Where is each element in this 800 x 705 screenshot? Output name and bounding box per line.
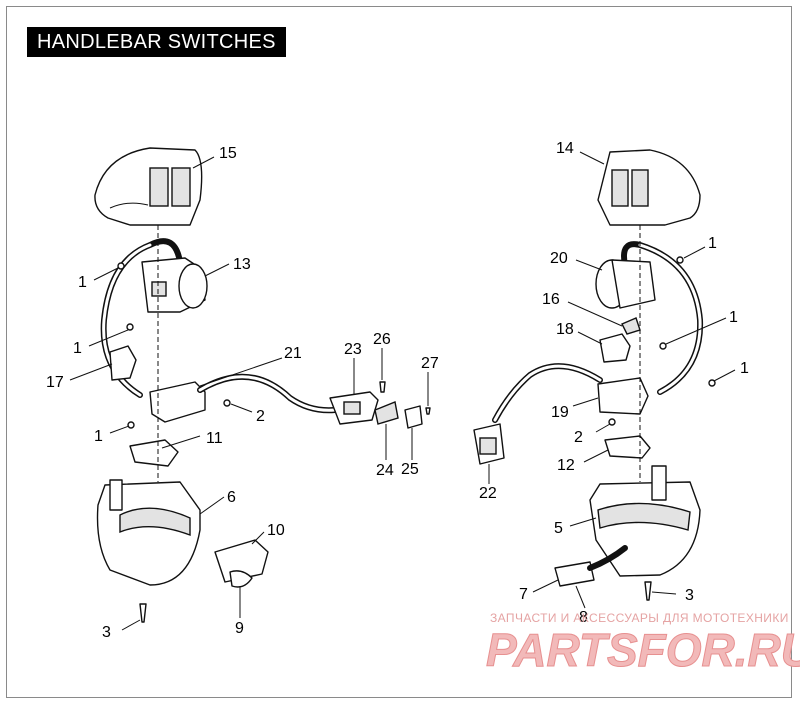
page-title: HANDLEBAR SWITCHES <box>27 27 286 57</box>
callout-12: 12 <box>557 457 575 474</box>
leader-lines <box>69 151 736 631</box>
left-screws <box>117 262 231 623</box>
callout-2: 2 <box>256 408 265 425</box>
callout-10: 10 <box>267 522 285 539</box>
right-lower-connector <box>554 545 628 587</box>
right-screws <box>608 256 716 601</box>
callout-13: 13 <box>233 256 251 273</box>
left-lower-switch-housing <box>96 479 201 586</box>
callout-5: 5 <box>554 520 563 537</box>
callout-23: 23 <box>344 341 362 358</box>
callout-18: 18 <box>556 321 574 338</box>
callout-3: 3 <box>685 587 694 604</box>
callout-1: 1 <box>94 428 103 445</box>
callout-1: 1 <box>708 235 717 252</box>
callout-14: 14 <box>556 140 574 157</box>
right-mounting-plate <box>604 435 651 459</box>
callout-17: 17 <box>46 374 64 391</box>
left-switch-module <box>141 257 208 313</box>
left-mounting-plate <box>129 439 179 467</box>
callout-16: 16 <box>542 291 560 308</box>
callout-1: 1 <box>78 274 87 291</box>
connector-seals-and-pins <box>374 381 431 429</box>
connector-housing <box>329 391 379 425</box>
right-upper-switch-housing <box>597 149 701 226</box>
diagram-frame <box>6 6 792 698</box>
callout-1: 1 <box>73 340 82 357</box>
callout-9: 9 <box>235 620 244 637</box>
left-lower-connector <box>214 539 269 588</box>
callout-labels: 15 14 1 13 20 1 16 1 18 1 17 21 23 26 27… <box>46 140 749 641</box>
callout-1: 1 <box>729 309 738 326</box>
right-connector-housing <box>473 423 505 465</box>
callout-22: 22 <box>479 485 497 502</box>
right-small-switch <box>599 333 631 363</box>
callout-25: 25 <box>401 461 419 478</box>
callout-24: 24 <box>376 462 394 479</box>
right-small-insert <box>621 317 641 335</box>
callout-7: 7 <box>519 586 528 603</box>
left-small-switch <box>109 345 137 381</box>
callout-3: 3 <box>102 624 111 641</box>
callout-11: 11 <box>206 430 223 447</box>
callout-19: 19 <box>551 404 569 421</box>
callout-15: 15 <box>219 145 237 162</box>
callout-26: 26 <box>373 331 391 348</box>
callout-2: 2 <box>574 429 583 446</box>
watermark-brand-logo: PARTSFOR.RU <box>486 624 800 676</box>
callout-1: 1 <box>740 360 749 377</box>
left-connector-block <box>149 373 338 423</box>
callout-27: 27 <box>421 355 439 372</box>
callout-21: 21 <box>284 345 302 362</box>
watermark: ЗАПЧАСТИ И АКСЕССУАРЫ ДЛЯ МОТОТЕХНИКИ PA… <box>486 611 800 677</box>
watermark-caption: ЗАПЧАСТИ И АКСЕССУАРЫ ДЛЯ МОТОТЕХНИКИ <box>490 611 789 625</box>
right-connector-block <box>492 363 649 423</box>
left-upper-switch-housing <box>94 147 203 226</box>
right-switch-module <box>595 259 656 309</box>
callout-20: 20 <box>550 250 568 267</box>
callout-6: 6 <box>227 489 236 506</box>
callout-8: 8 <box>579 609 588 626</box>
